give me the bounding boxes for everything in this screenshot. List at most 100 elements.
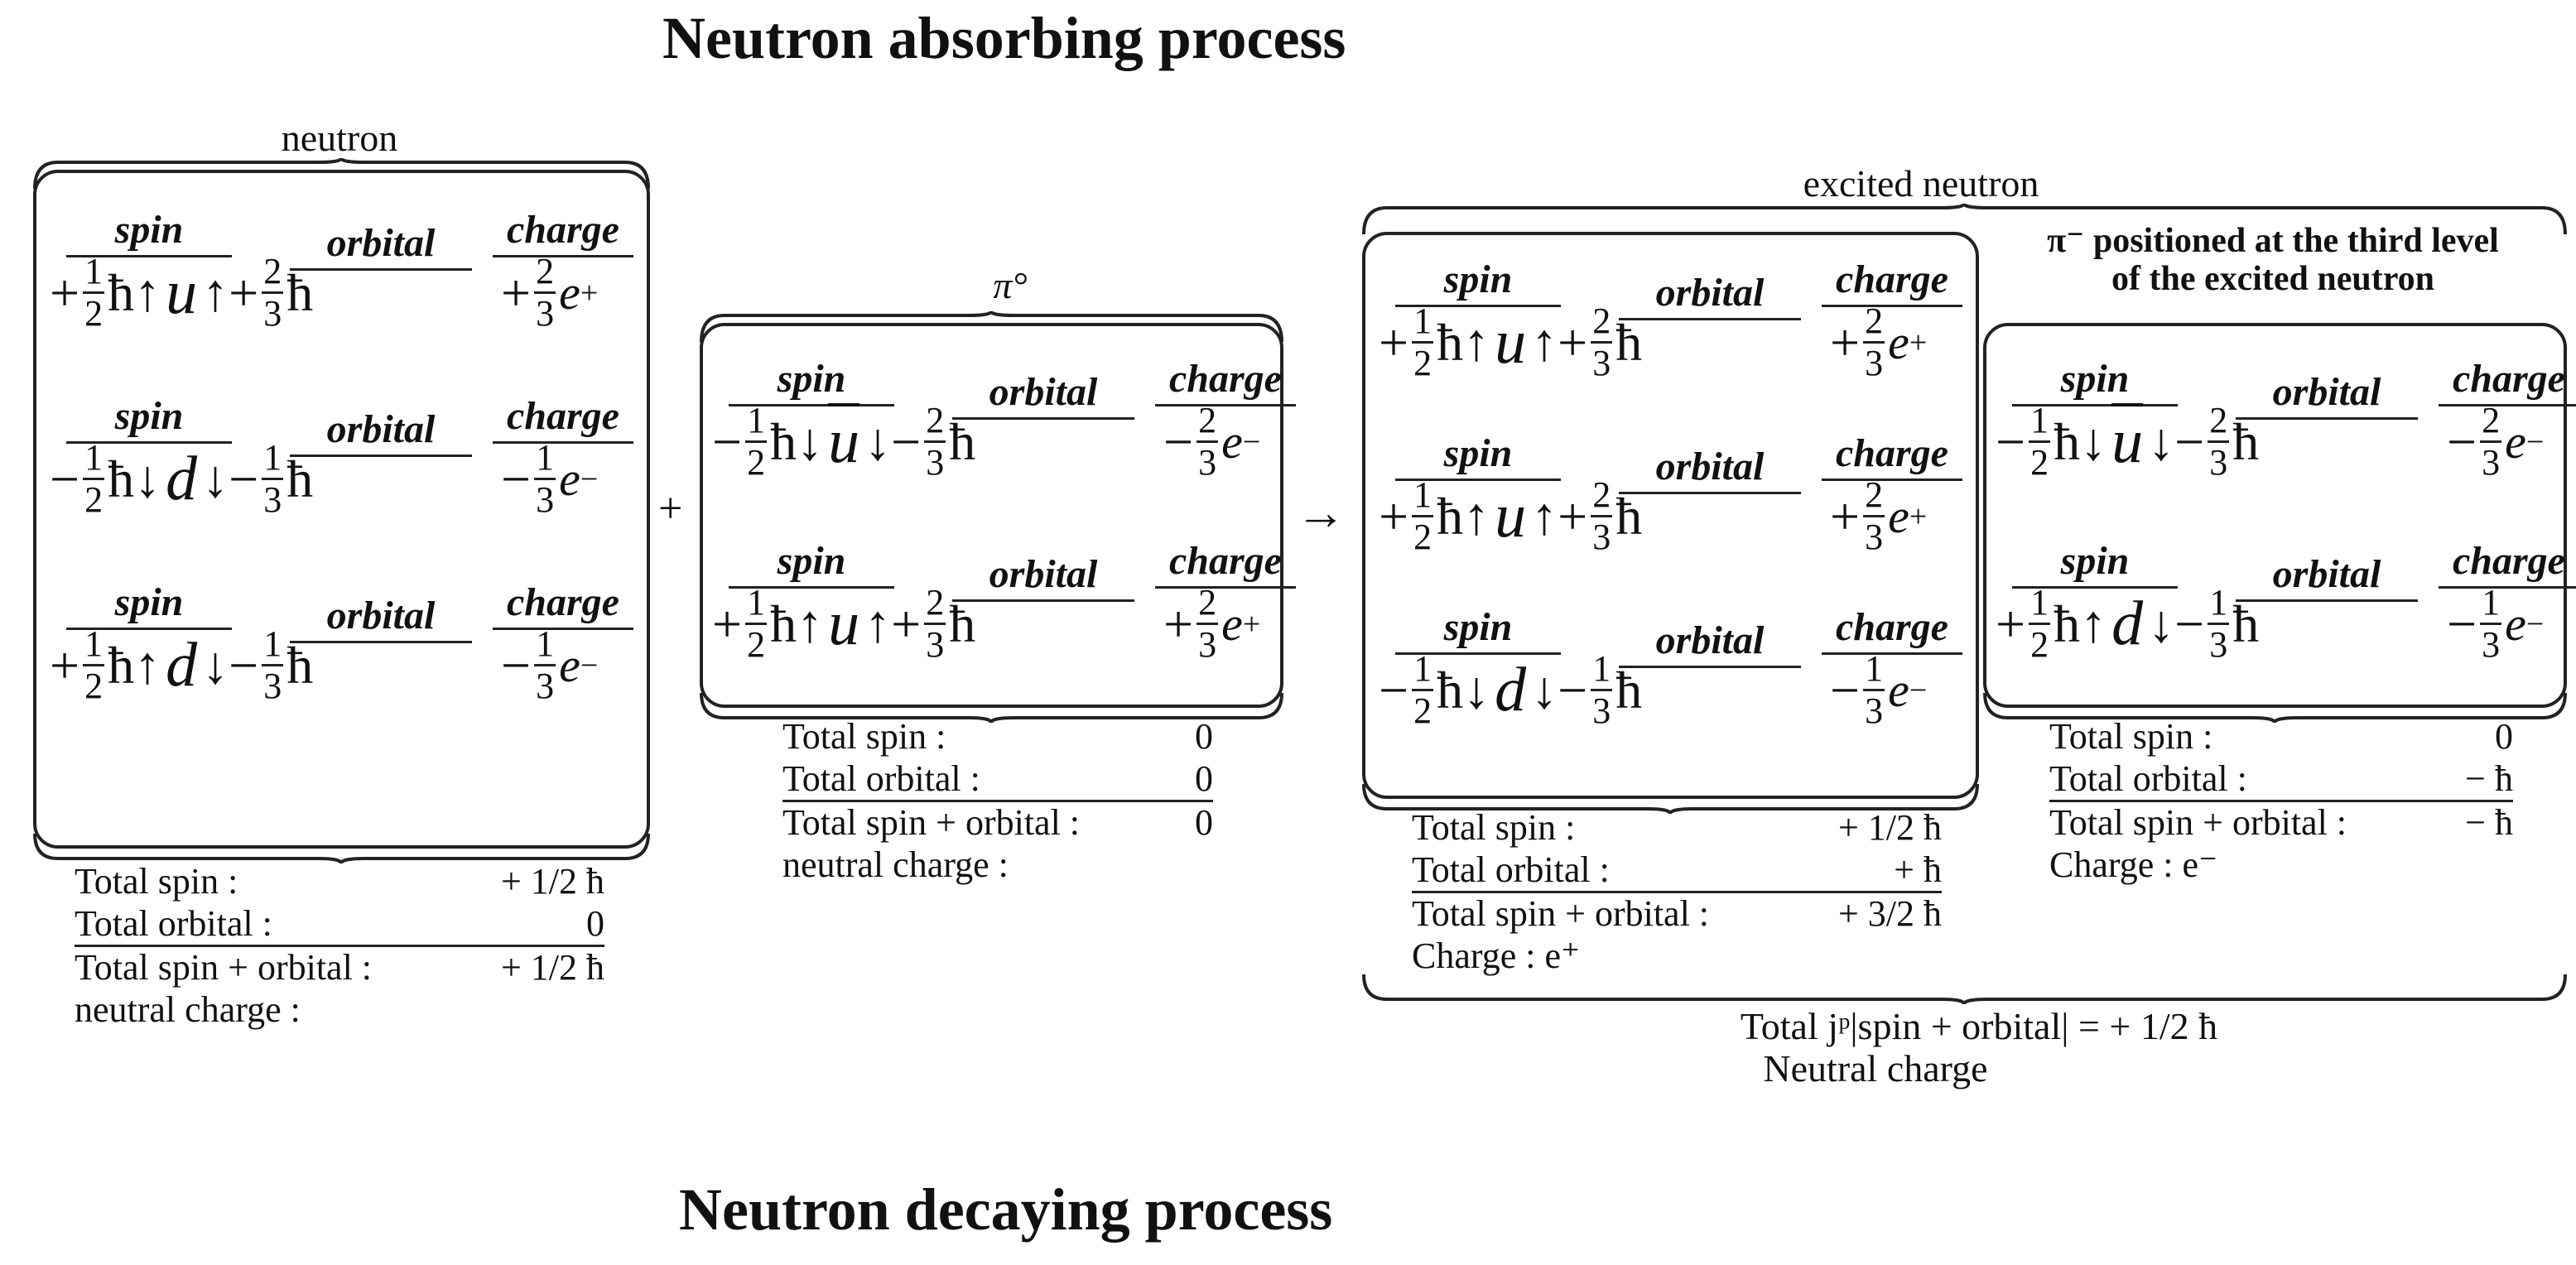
summary-value: + ħ [1894,849,1942,890]
charge-header: charge [1169,539,1282,583]
total-result-line1: Total jᵖ|spin + orbital| = + 1/2 ħ [1740,1005,2218,1047]
spin-header-rule [66,628,232,630]
hbar-symbol: ħ [108,635,135,695]
charge-unit: e [1888,663,1909,717]
spin-sign: + [712,594,743,653]
charge-header-rule [1155,404,1296,406]
summary-label: Charge : e⁺ [1412,935,1581,976]
summary-line: Total spin + orbital :0 [782,800,1213,844]
spin-fraction-num: 1 [83,253,105,294]
orbital-header: orbital [989,552,1098,596]
spin-sign: + [50,635,80,695]
orbital-fraction-num: 2 [262,253,284,294]
summary-label: Total orbital : [782,758,980,799]
orbital-arrow: ↑ [202,262,229,322]
charge-unit: e [1888,489,1909,543]
hbar-symbol: ħ [1437,312,1464,372]
spin-arrow: ↓ [2080,411,2107,471]
total-result: Total jᵖ|spin + orbital| = + 1/2 ħ Neutr… [1573,1005,2385,1089]
spin-sign: − [50,449,80,508]
spin-fraction-den: 2 [747,442,766,483]
orbital-sign: − [229,449,259,508]
charge-sign: + [1830,486,1861,546]
spin-arrow: ↑ [134,262,161,322]
hbar-symbol: ħ [108,262,135,322]
spin-fraction-den: 2 [1413,517,1432,557]
orbital-fraction-num: 1 [262,440,284,480]
quark-symbol: d [166,444,198,513]
orbital-header-rule [290,268,472,271]
spin-fraction-den: 2 [2030,442,2049,483]
charge-header: charge [1836,257,1948,301]
summary-line: Total spin + orbital :+ 3/2 ħ [1412,891,1942,936]
orbital-arrow: ↑ [1531,486,1558,546]
charge-fraction-num: 1 [534,626,556,666]
orbital-arrow: ↑ [1531,312,1558,372]
spin-header-rule [1395,652,1561,655]
spin-header: spin [2060,539,2130,583]
charge-header: charge [507,580,619,624]
spin-fraction-num: 1 [745,584,768,625]
charge-fraction-num: 2 [2480,402,2502,443]
spin-fraction-den: 2 [1413,343,1432,383]
orbital-header-rule [2236,599,2418,602]
charge-unit: e [2505,415,2526,469]
summary-label: neutral charge : [75,988,301,1030]
spin-header: spin [2060,357,2130,401]
hbar-symbol: ħ [1437,660,1464,719]
hbar-symbol: ħ [2054,594,2081,653]
charge-fraction-num: 2 [1197,584,1219,625]
orbital-header: orbital [989,370,1098,414]
spin-arrow: ↓ [1463,660,1490,719]
charge-header-rule [1155,586,1296,589]
hbar-symbol: ħ [1437,486,1464,546]
spin-header-rule [66,255,232,257]
orbital-sign: − [2174,594,2205,653]
orbital-fraction-num: 2 [924,402,946,443]
charge-superscript: + [1242,606,1261,642]
orbital-fraction-num: 2 [2208,402,2230,443]
spin-fraction-den: 2 [2030,624,2049,665]
spin-header-rule [2012,586,2178,589]
spin-header-rule [1395,479,1561,481]
charge-sign: + [501,262,532,322]
orbital-header: orbital [1655,618,1765,662]
charge-fraction-den: 3 [1865,517,1884,557]
summary-line: Total spin :0 [782,716,1213,758]
orbital-header-rule [1619,492,1801,494]
neutron-box [33,170,650,849]
spin-arrow: ↑ [797,594,824,653]
charge-header-rule [1822,479,1962,481]
summary-value: 0 [1195,758,1213,799]
orbital-header: orbital [1655,271,1765,315]
summary-label: Total spin : [2049,716,2213,757]
charge-fraction-den: 3 [1198,624,1217,665]
orbital-arrow: ↓ [2148,411,2175,471]
charge-header-rule [2439,586,2576,589]
spin-sign: + [50,262,80,322]
spin-fraction-num: 1 [2029,402,2051,443]
summary-line: Total spin + orbital :+ 1/2 ħ [75,945,604,989]
spin-header: spin [777,539,846,583]
